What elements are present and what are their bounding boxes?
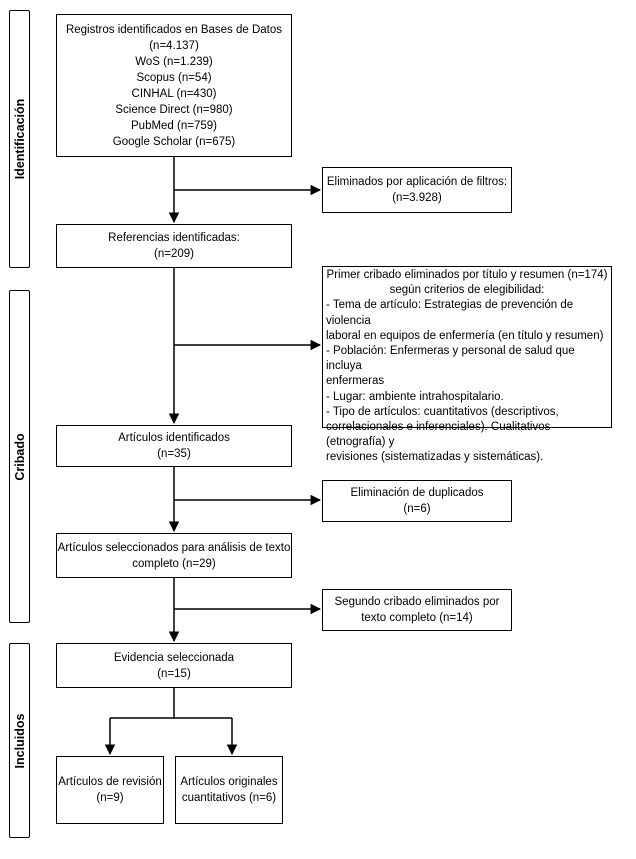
box-revision: Artículos de revisión (n=9) <box>56 756 164 824</box>
registros-line-4: Scopus (n=54) <box>136 71 212 84</box>
criterio-line-5: - Lugar: ambiente intrahospitalario. <box>326 390 504 403</box>
identificados-line-1: Artículos identificados <box>118 432 230 444</box>
registros-line-2: (n=4.137) <box>149 39 199 52</box>
criterio-line-4: enfermeras <box>326 375 385 388</box>
criterio-line-7: correlacionales e inferenciales). Cualit… <box>326 421 551 449</box>
revision-line-1: Artículos de revisión <box>58 776 162 788</box>
box-articulos-identificados: Artículos identificados (n=35) <box>56 425 292 467</box>
duplicados-line-2: (n=6) <box>403 503 431 515</box>
box-referencias: Referencias identificadas: (n=209) <box>56 224 292 268</box>
primer-cribado-subtitle: según criterios de elegibilidad: <box>389 284 545 297</box>
evidencia-line-1: Evidencia seleccionada <box>113 651 235 664</box>
phase-cribado: Cribado <box>9 290 30 623</box>
originales-line-2: cuantitativos (n=6) <box>181 792 277 804</box>
criterio-line-2: laboral en equipos de enfermería (en tít… <box>326 329 604 342</box>
box-registros: Registros identificados en Bases de Dato… <box>56 14 292 157</box>
box-primer-cribado: Primer cribado eliminados por título y r… <box>322 266 612 463</box>
criterio-line-3: - Población: Enfermeras y personal de sa… <box>326 345 575 373</box>
registros-line-8: Google Scholar (n=675) <box>112 135 236 148</box>
box-eliminados-filtros: Eliminados por aplicación de filtros: (n… <box>322 167 512 213</box>
referencias-line-1: Referencias identificadas: <box>108 232 240 244</box>
primer-cribado-title: Primer cribado eliminados por título y r… <box>326 269 608 281</box>
box-evidencia: Evidencia seleccionada (n=15) <box>56 643 292 688</box>
registros-line-6: Science Direct (n=980) <box>115 103 233 116</box>
registros-line-3: WoS (n=1.239) <box>135 55 213 68</box>
registros-line-1: Registros identificados en Bases de Dato… <box>65 23 283 36</box>
segundo-cribado-line-2: texto completo (n=14) <box>361 612 473 624</box>
box-originales: Artículos originales cuantitativos (n=6) <box>175 756 283 824</box>
originales-line-1: Artículos originales <box>180 776 278 788</box>
revision-line-2: (n=9) <box>96 792 124 804</box>
box-seleccionados: Artículos seleccionados para análisis de… <box>56 533 292 578</box>
seleccionados-line-2: completo (n=29) <box>132 557 216 570</box>
phase-identificacion: Identificación <box>9 10 30 268</box>
box-segundo-cribado: Segundo cribado eliminados por texto com… <box>322 589 512 631</box>
seleccionados-line-1: Artículos seleccionados para análisis de… <box>57 541 291 554</box>
identificados-line-2: (n=35) <box>157 448 191 460</box>
referencias-line-2: (n=209) <box>154 248 194 260</box>
filtros-line-1: Eliminados por aplicación de filtros: <box>326 176 508 188</box>
evidencia-line-2: (n=15) <box>157 667 191 680</box>
phase-incluidos: Incluidos <box>9 643 30 838</box>
criterio-line-8: revisiones (sistematizadas y sistemática… <box>326 451 544 464</box>
registros-line-7: PubMed (n=759) <box>131 119 217 132</box>
filtros-line-2: (n=3.928) <box>392 192 442 204</box>
registros-line-5: CINHAL (n=430) <box>131 87 217 100</box>
criterio-line-6: - Tipo de artículos: cuantitativos (desc… <box>326 405 559 418</box>
criterio-line-1: - Tema de artículo: Estrategias de preve… <box>326 299 574 327</box>
duplicados-line-1: Eliminación de duplicados <box>350 487 484 499</box>
segundo-cribado-line-1: Segundo cribado eliminados por <box>334 596 500 608</box>
box-duplicados: Eliminación de duplicados (n=6) <box>322 480 512 522</box>
